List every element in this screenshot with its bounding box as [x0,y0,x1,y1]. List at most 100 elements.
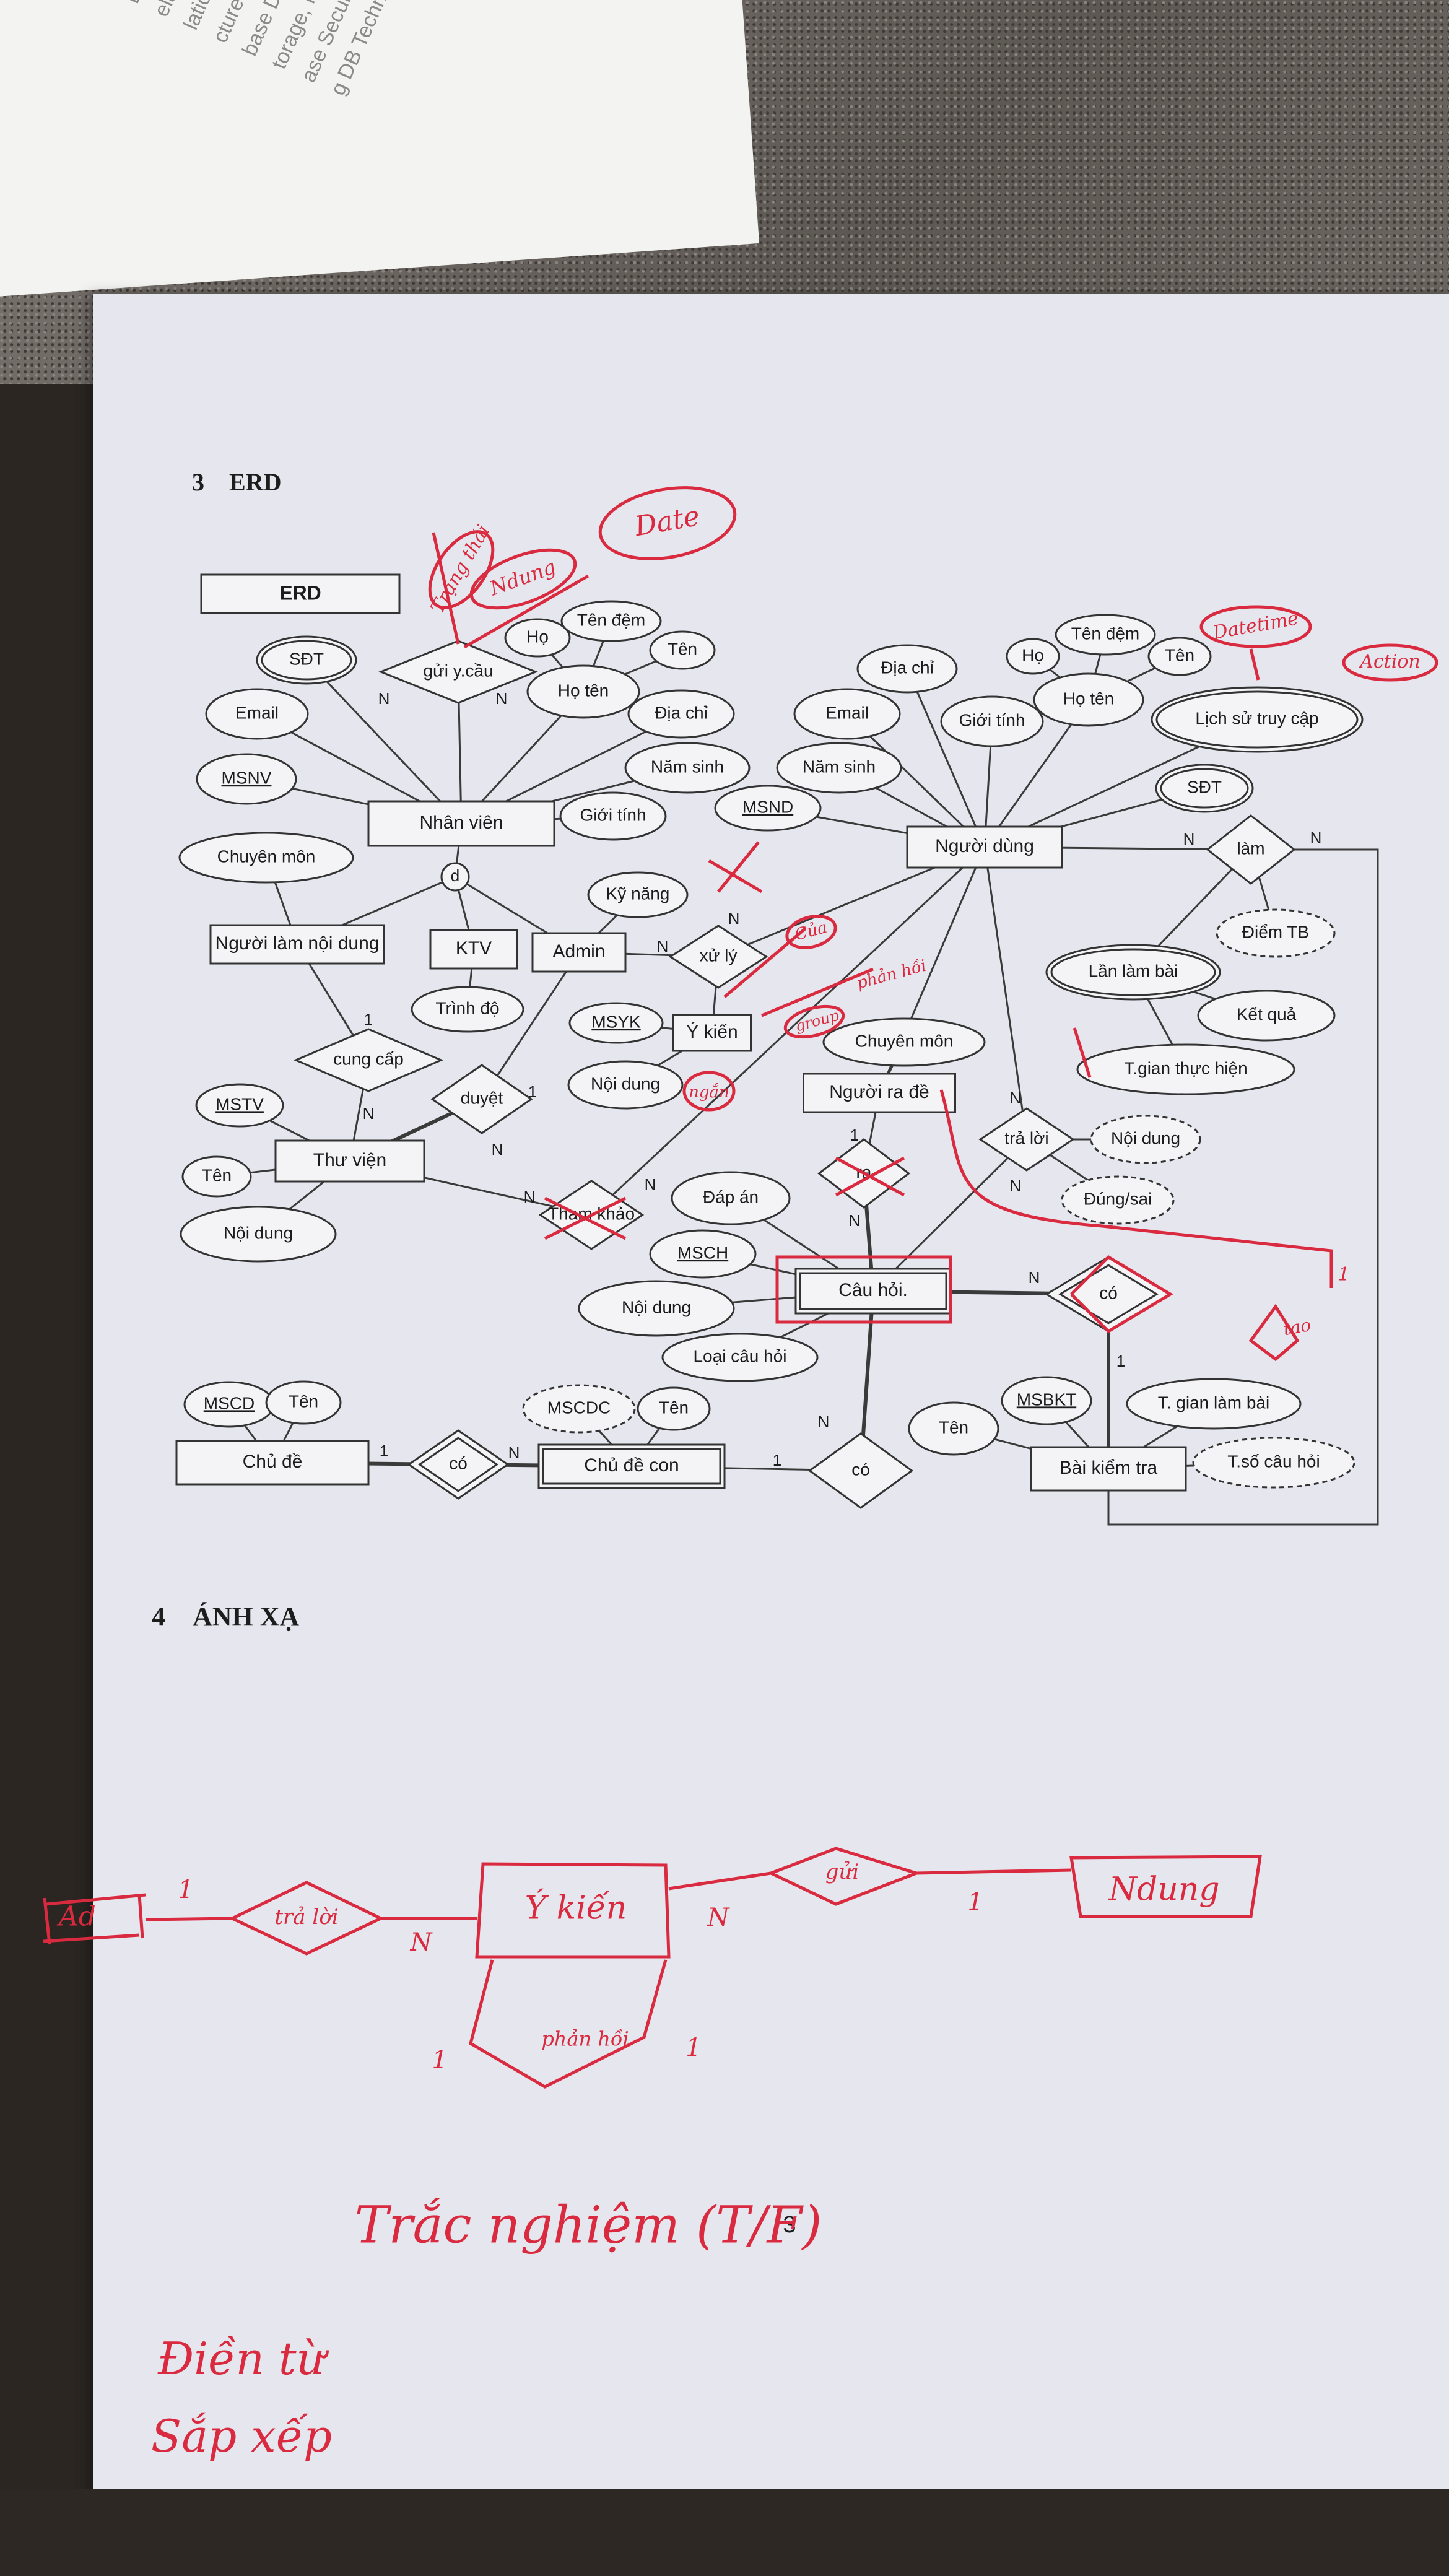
attribute-label: SĐT [1187,777,1222,796]
attribute-ellipse [196,753,297,805]
attribute-label: Tên [202,1165,232,1185]
attribute-label: Giới tính [959,710,1025,729]
attribute-ellipse [1192,1437,1355,1489]
attribute-label: T.số câu hỏi [1227,1451,1320,1471]
handwritten-note: Điền từ [157,2333,329,2385]
map-diamond-phan-hoi [469,1959,668,2089]
entity-label: Câu hỏi. [838,1280,908,1300]
attribute-label: Tên [939,1417,968,1437]
cardinality-label: N [1029,1268,1040,1287]
map-ad-box [43,1893,146,1945]
handwritten-note: trả lời [274,1905,338,1930]
connector-line [906,668,986,848]
attribute-label: MSCH [677,1243,728,1262]
annotation-circle [598,486,737,560]
annotation-circle [785,915,837,949]
annotation-diamond [1248,1303,1300,1362]
handwritten-note: N [410,1928,433,1957]
cardinality-label: N [1310,829,1322,847]
attribute-ellipse [195,1083,284,1128]
handwritten-note: 1 [178,1876,193,1904]
relationship-label: gửi y.cầu [423,661,493,680]
attribute-label: Tên [659,1398,689,1417]
handwritten-note: Action [1358,651,1421,672]
entity-label: Thư viện [313,1150,386,1170]
section-3-heading: 3 ERD [192,468,281,497]
attribute-ellipse [567,1060,684,1110]
attribute-label: Tên đệm [1071,624,1140,643]
entity-label: Người dùng [935,836,1034,856]
attribute-ellipse [587,871,689,918]
attribute-ellipse [504,618,571,658]
entity-box [367,800,555,847]
cardinality-label: N [524,1188,536,1206]
cardinality-label: N [492,1140,503,1159]
entity-label: Nhân viên [419,812,503,833]
section-title: ÁNH XẠ [193,1601,300,1632]
connector-line [872,1138,1028,1292]
cardinality-label: N [363,1104,375,1123]
relationship-diamond [1206,814,1296,885]
attribute-ellipse [661,1333,819,1382]
attribute-label: MSYK [591,1012,641,1031]
attribute-label: Nội dung [591,1074,660,1093]
section-number: 3 [192,468,204,496]
entity-box [672,1014,752,1052]
attribute-label: Nội dung [1111,1128,1180,1147]
entity-label: Người ra đề [829,1082,929,1102]
attribute-ellipse [1151,686,1364,753]
handwritten-note: tạo [1282,1315,1313,1339]
annotation-strike [835,1156,905,1197]
attribute-label: MSND [742,797,793,816]
entity-box [794,1268,952,1315]
attribute-ellipse [1061,1175,1175,1225]
attribute-label: Năm sinh [651,757,724,776]
attribute-label: MSCD [204,1393,255,1412]
attribute-label: Năm sinh [803,757,876,776]
attribute-label: Tên đệm [577,610,646,629]
cardinality-label: 1 [1116,1352,1125,1370]
handwritten-note: Date [632,500,702,543]
entity-label: Admin [552,941,605,962]
attribute-ellipse [1126,1378,1302,1430]
attribute-ellipse [1045,944,1221,1001]
weak-entity-inner [542,1448,721,1485]
attribute-ellipse [1055,614,1156,656]
attribute-ellipse [671,1171,791,1225]
relationship-label: làm [1237,838,1264,858]
cardinality-label: 1 [380,1442,388,1460]
handwritten-note: 1 [1338,1264,1349,1286]
attribute-label: MSBKT [1017,1390,1076,1409]
attribute-label: MSTV [215,1094,264,1113]
multivalued-ellipse-inner [1160,768,1249,809]
handwritten-note: gửi [825,1860,859,1884]
handwritten-note: N [707,1904,731,1932]
attribute-ellipse [256,635,357,685]
attribute-label: Tên [289,1391,318,1411]
annotation-box [775,1255,952,1324]
attribute-label: T. gian làm bài [1158,1393,1270,1412]
attribute-ellipse [940,695,1044,747]
annotation-circle [783,1004,845,1039]
attribute-label: Trình độ [435,998,499,1017]
attribute-label: Họ [1022,645,1044,664]
attribute-label: Họ tên [1063,689,1115,708]
attribute-label: Địa chỉ [655,703,708,722]
attribute-ellipse [411,986,524,1033]
attribute-ellipse [624,742,751,794]
handwritten-note: phản hồi [541,2027,629,2051]
annotation-line [432,532,1260,1078]
attribute-label: Giới tính [580,805,646,824]
entity-label: Bài kiểm tra [1060,1458,1158,1478]
cardinality-label: 1 [773,1451,781,1469]
entity-box [537,1443,726,1489]
attribute-ellipse [1197,990,1336,1042]
attribute-ellipse [568,1002,664,1044]
relationship-diamond [407,1429,510,1500]
attribute-label: Địa chỉ [881,658,934,677]
attribute-label: Lịch sử truy cập [1195,708,1318,728]
entity-box [1030,1446,1187,1492]
entity-label: Ý kiến [686,1022,738,1042]
attribute-ellipse [1216,908,1336,958]
